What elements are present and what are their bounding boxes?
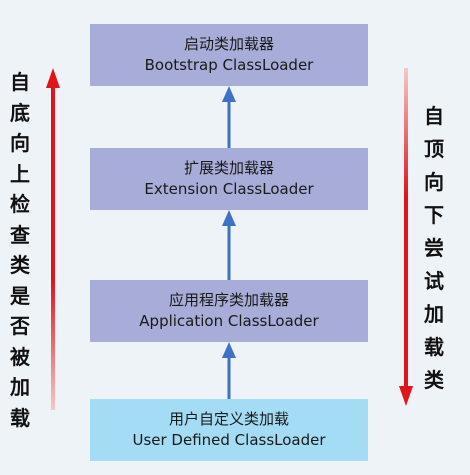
bottom-up-label: 自 底 向 上 检 查 类 是 否 被 加 载 <box>5 67 35 433</box>
bottom-up-label-char: 类 <box>10 253 30 277</box>
top-down-label-char: 载 <box>424 335 444 359</box>
bottom-up-label-char: 上 <box>10 161 30 186</box>
bottom-up-label-char: 被 <box>10 344 30 369</box>
bottom-up-label-char: 自 <box>10 70 30 94</box>
bootstrap-classloader-box: 启动类加载器 Bootstrap ClassLoader <box>90 24 368 86</box>
extension-cn-label: 扩展类加载器 <box>183 159 274 177</box>
bottom-up-label-char: 载 <box>10 405 30 430</box>
top-down-arrow <box>399 68 413 406</box>
bottom-up-label-char: 否 <box>10 314 30 338</box>
application-en-label: Application ClassLoader <box>139 312 319 330</box>
top-down-label-char: 加 <box>424 302 444 326</box>
top-down-label-char: 向 <box>424 170 444 194</box>
top-down-label: 自 顶 向 下 尝 试 加 载 类 <box>419 100 449 397</box>
top-down-label-char: 类 <box>424 368 444 392</box>
bottom-up-arrow <box>46 68 60 410</box>
bottom-up-label-char: 检 <box>10 192 30 216</box>
bootstrap-en-label: Bootstrap ClassLoader <box>144 56 314 74</box>
bottom-up-label-char: 是 <box>10 283 30 308</box>
bottom-up-label-char: 底 <box>10 100 30 125</box>
connector-arrow-user-to-application <box>222 342 236 399</box>
top-down-label-char: 下 <box>424 203 444 227</box>
extension-classloader-box: 扩展类加载器 Extension ClassLoader <box>90 148 368 210</box>
user-defined-classloader-box: 用户自定义类加载 User Defined ClassLoader <box>90 399 368 461</box>
top-down-label-char: 自 <box>424 104 444 128</box>
bottom-up-label-char: 查 <box>10 222 30 247</box>
bottom-up-label-char: 向 <box>10 131 30 155</box>
bootstrap-cn-label: 启动类加载器 <box>183 35 274 53</box>
top-down-label-char: 试 <box>424 269 444 293</box>
user-cn-label: 用户自定义类加载 <box>168 410 289 428</box>
connector-arrow-extension-to-bootstrap <box>222 86 236 148</box>
extension-en-label: Extension ClassLoader <box>144 180 314 198</box>
user-en-label: User Defined ClassLoader <box>132 431 326 449</box>
application-cn-label: 应用程序类加载器 <box>168 291 289 309</box>
top-down-label-char: 顶 <box>424 137 444 161</box>
application-classloader-box: 应用程序类加载器 Application ClassLoader <box>90 280 368 342</box>
bottom-up-label-char: 加 <box>10 375 30 399</box>
connector-arrow-application-to-extension <box>222 210 236 280</box>
top-down-label-char: 尝 <box>424 236 444 260</box>
